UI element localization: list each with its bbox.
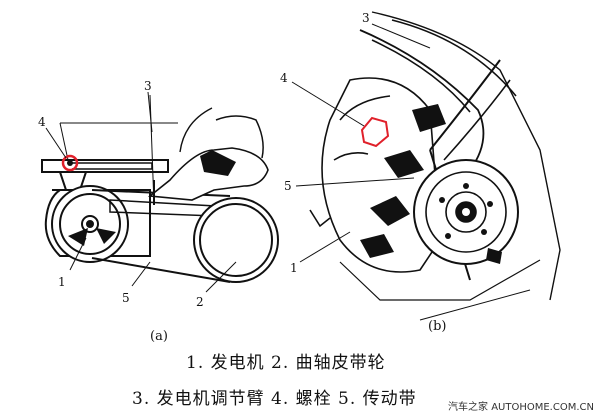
panel-a-label: (a) — [150, 329, 168, 344]
bolt-highlight-a — [61, 154, 79, 172]
panel-a-leaders — [45, 91, 237, 293]
callout-a-4: 4 — [38, 115, 46, 129]
panel-b-label: (b) — [428, 319, 446, 334]
watermark: 汽车之家 AUTOHOME.COM.CN — [448, 402, 594, 413]
callout-a-1: 1 — [58, 275, 66, 289]
callout-a-3: 3 — [144, 79, 152, 93]
callout-a-5: 5 — [122, 291, 130, 305]
panel-a-drawing — [41, 107, 279, 283]
callout-b-1: 1 — [290, 261, 298, 275]
bolt-center-a — [67, 160, 73, 166]
bolt-highlight-b — [360, 116, 390, 148]
callout-b-5: 5 — [284, 179, 292, 193]
callout-b-3: 3 — [362, 11, 370, 25]
caption-line-2: 3. 发电机调节臂 4. 螺栓 5. 传动带 — [132, 389, 417, 409]
caption-line-1: 1. 发电机 2. 曲轴皮带轮 — [186, 353, 386, 373]
callout-a-2: 2 — [196, 295, 204, 309]
deflection-guides — [59, 94, 178, 206]
callout-b-4: 4 — [280, 71, 288, 85]
panel-b-leaders — [291, 23, 431, 263]
panel-b-drawing — [309, 11, 561, 321]
